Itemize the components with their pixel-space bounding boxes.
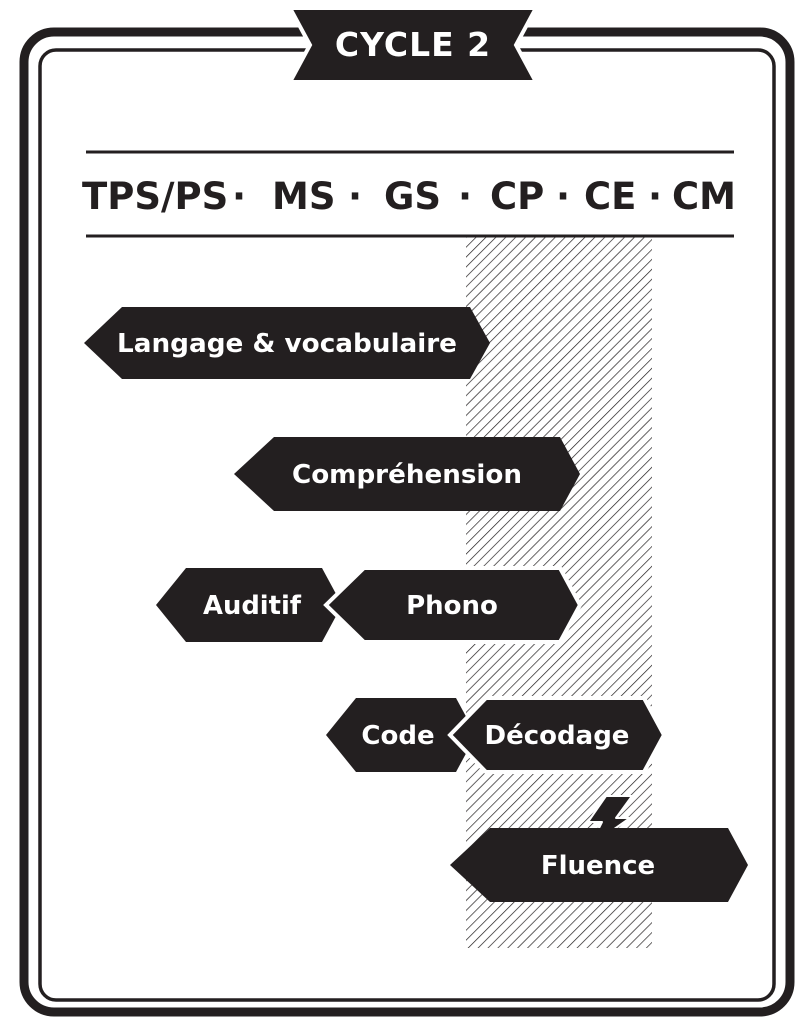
langage-vocabulaire-label: Langage & vocabulaire — [117, 329, 457, 359]
level-ce: CE — [584, 175, 636, 218]
code-badge — [326, 698, 476, 772]
level-separator: · — [556, 175, 570, 218]
level-separator: · — [648, 175, 662, 218]
auditif-badge — [156, 568, 342, 642]
langage-vocabulaire-badge — [84, 307, 490, 379]
level-cm: CM — [672, 175, 736, 218]
level-tps-ps: TPS/PS — [82, 175, 228, 218]
auditif-label: Auditif — [203, 591, 302, 621]
decodage-label: Décodage — [485, 721, 630, 751]
level-separator: · — [348, 175, 362, 218]
level-separator: · — [232, 175, 246, 218]
title-text: CYCLE 2 — [335, 25, 491, 64]
level-separator: · — [458, 175, 472, 218]
title-banner — [286, 6, 540, 84]
level-gs: GS — [384, 175, 441, 218]
level-cp: CP — [490, 175, 544, 218]
comprehension-label: Compréhension — [292, 460, 522, 490]
comprehension-badge — [234, 437, 580, 511]
phono-label: Phono — [406, 591, 498, 621]
fluence-badge — [450, 828, 748, 902]
level-labels: TPS/PS · MS · GS · CP · CE · CM — [82, 175, 736, 218]
code-label: Code — [361, 721, 434, 751]
decodage-badge — [447, 696, 667, 774]
phono-badge — [323, 566, 583, 644]
level-ms: MS — [272, 175, 335, 218]
fluence-label: Fluence — [541, 851, 655, 881]
